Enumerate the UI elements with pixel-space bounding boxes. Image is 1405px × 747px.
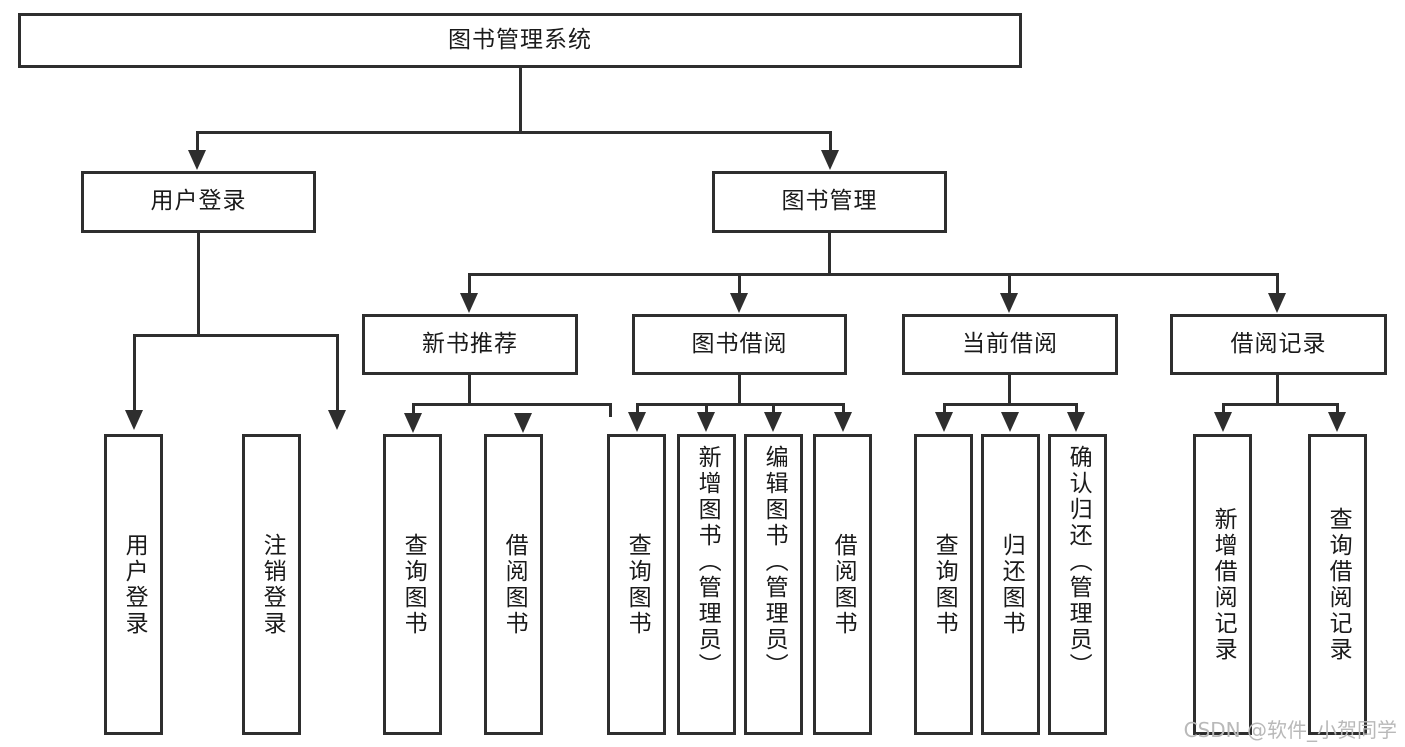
connector-book-manage-to-new-book (468, 273, 471, 299)
node-user-login[interactable]: 用户登录 (81, 171, 316, 233)
connector-borrow-record-bus (1222, 403, 1339, 406)
arrow-borrow-record-to-leaf-2 (1328, 412, 1346, 432)
arrow-root-to-book-manage (821, 150, 839, 170)
connector-new-book-trunk (468, 375, 471, 403)
arrow-book-borrow-to-leaf-2 (697, 412, 715, 432)
leaf-user-logout[interactable]: 注销登录 (242, 434, 301, 735)
connector-book-manage-bus (468, 273, 1279, 276)
arrow-user-login-to-leaf-2 (328, 410, 346, 430)
arrow-book-borrow-to-leaf-1 (628, 412, 646, 432)
arrow-book-manage-to-current-borrow (1000, 293, 1018, 313)
connector-book-manage-to-book-borrow (738, 273, 741, 299)
connector-current-borrow-to-leaf-3 (1075, 403, 1078, 415)
node-label: 查询图书 (400, 532, 427, 637)
connector-book-borrow-to-leaf-1 (636, 403, 639, 415)
node-label: 查询图书 (624, 532, 651, 637)
leaf-edit-book[interactable]: 编辑图书（管理员） (744, 434, 803, 735)
arrow-current-borrow-to-leaf-1 (935, 412, 953, 432)
leaf-query-book-3[interactable]: 查询图书 (914, 434, 973, 735)
node-current-borrow[interactable]: 当前借阅 (902, 314, 1118, 375)
node-label: 用户登录 (150, 188, 247, 215)
connector-borrow-record-trunk (1276, 375, 1279, 403)
node-new-book-recommend[interactable]: 新书推荐 (362, 314, 578, 375)
connector-book-manage-trunk (828, 233, 831, 273)
leaf-borrow-book-1[interactable]: 借阅图书 (484, 434, 543, 735)
arrow-current-borrow-to-leaf-2 (1001, 412, 1019, 432)
leaf-confirm-return[interactable]: 确认归还（管理员） (1048, 434, 1107, 735)
leaf-query-book-1[interactable]: 查询图书 (383, 434, 442, 735)
leaf-borrow-book-2[interactable]: 借阅图书 (813, 434, 872, 735)
node-root-book-management-system[interactable]: 图书管理系统 (18, 13, 1022, 68)
arrow-borrow-record-to-leaf-1 (1214, 412, 1232, 432)
connector-book-manage-to-current-borrow (1008, 273, 1011, 299)
leaf-user-login[interactable]: 用户登录 (104, 434, 163, 735)
arrow-current-borrow-to-leaf-3 (1067, 412, 1085, 432)
node-label: 图书管理 (781, 188, 878, 215)
connector-root-bus (196, 131, 832, 134)
node-label: 查询图书 (931, 532, 958, 637)
node-label: 新增图书（管理员） (694, 445, 721, 679)
connector-new-book-to-leaf-2 (609, 403, 612, 417)
connector-book-borrow-bus (636, 403, 845, 406)
node-label: 新书推荐 (422, 330, 518, 357)
connector-root-to-user-login (196, 131, 199, 155)
arrow-book-manage-to-new-book (460, 293, 478, 313)
node-label: 查询借阅记录 (1325, 506, 1352, 663)
leaf-query-book-2[interactable]: 查询图书 (607, 434, 666, 735)
connector-borrow-record-to-leaf-2 (1336, 403, 1339, 415)
connector-root-trunk (519, 68, 522, 131)
connector-borrow-record-to-leaf-1 (1222, 403, 1225, 415)
leaf-add-book[interactable]: 新增图书（管理员） (677, 434, 736, 735)
arrow-user-login-to-leaf-1 (125, 410, 143, 430)
connector-current-borrow-to-leaf-1 (943, 403, 946, 415)
connector-book-borrow-to-leaf-3 (772, 403, 775, 415)
connector-new-book-to-leaf-1 (412, 403, 415, 417)
node-label: 用户登录 (121, 532, 148, 637)
arrow-root-to-user-login (188, 150, 206, 170)
node-label: 归还图书 (998, 532, 1025, 637)
node-label: 确认归还（管理员） (1065, 445, 1092, 679)
node-label: 借阅记录 (1230, 330, 1327, 357)
connector-current-borrow-bus (943, 403, 1078, 406)
node-book-borrow[interactable]: 图书借阅 (632, 314, 847, 375)
node-book-manage[interactable]: 图书管理 (712, 171, 947, 233)
leaf-query-record[interactable]: 查询借阅记录 (1308, 434, 1367, 735)
node-borrow-record[interactable]: 借阅记录 (1170, 314, 1387, 375)
connector-user-login-to-leaf-1 (133, 334, 136, 413)
arrow-new-book-to-leaf-1 (404, 413, 422, 433)
leaf-return-book[interactable]: 归还图书 (981, 434, 1040, 735)
connector-user-login-bus (133, 334, 339, 337)
node-label: 当前借阅 (962, 330, 1058, 357)
connector-book-borrow-trunk (738, 375, 741, 403)
node-label: 图书管理系统 (448, 26, 592, 53)
arrow-new-book-to-leaf-2 (514, 413, 532, 433)
connector-book-borrow-to-leaf-4 (842, 403, 845, 415)
leaf-add-record[interactable]: 新增借阅记录 (1193, 434, 1252, 735)
connector-user-login-to-leaf-2 (336, 334, 339, 413)
connector-new-book-bus (412, 403, 612, 406)
node-label: 注销登录 (259, 532, 286, 637)
arrow-book-manage-to-book-borrow (730, 293, 748, 313)
node-label: 新增借阅记录 (1210, 506, 1237, 663)
arrow-book-manage-to-borrow-record (1268, 293, 1286, 313)
connector-current-borrow-trunk (1008, 375, 1011, 403)
connector-book-manage-to-borrow-record (1276, 273, 1279, 299)
node-label: 编辑图书（管理员） (761, 445, 788, 679)
connector-book-borrow-to-leaf-2 (705, 403, 708, 415)
arrow-book-borrow-to-leaf-4 (834, 412, 852, 432)
connector-root-to-book-manage (829, 131, 832, 155)
node-label: 借阅图书 (830, 532, 857, 637)
arrow-book-borrow-to-leaf-3 (764, 412, 782, 432)
connector-user-login-trunk (197, 233, 200, 334)
node-label: 借阅图书 (501, 532, 528, 637)
node-label: 图书借阅 (691, 330, 788, 357)
